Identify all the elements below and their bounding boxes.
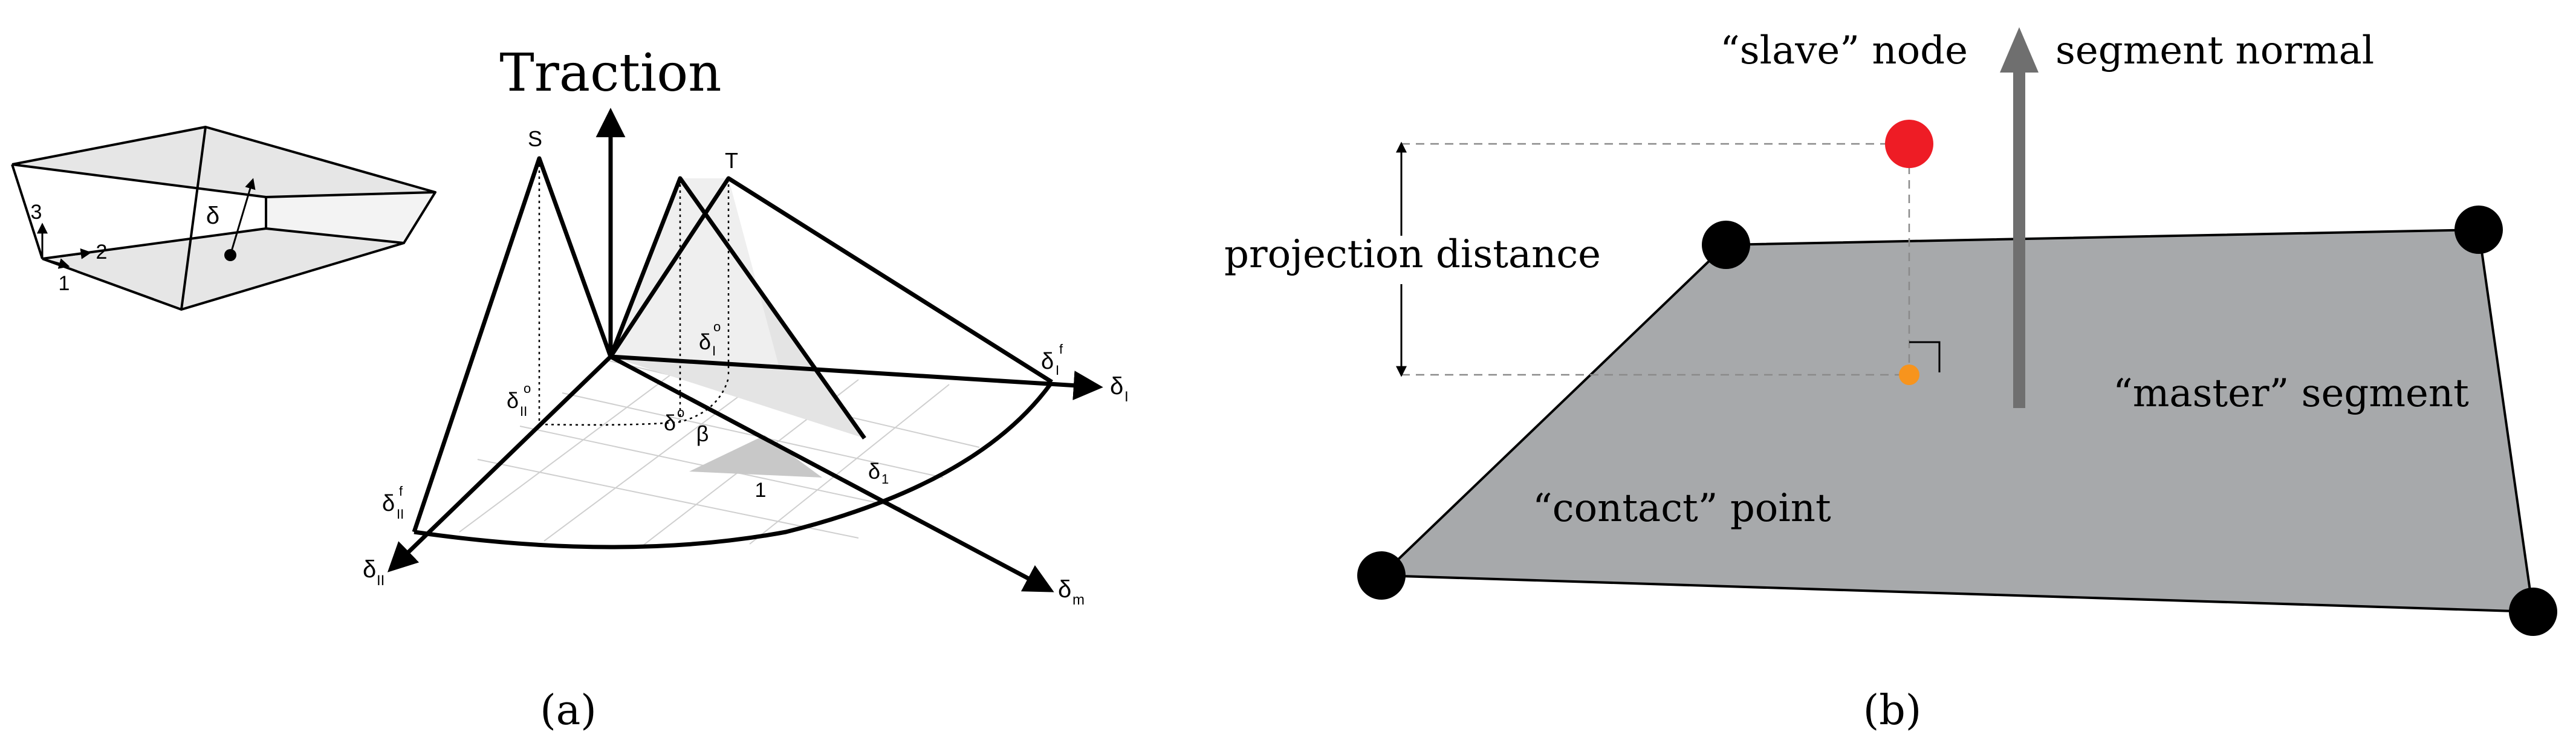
svg-text:f: f (1059, 342, 1063, 357)
block-left-edge (11, 164, 44, 259)
block-bottom-face (42, 229, 404, 310)
peak-S-label: S (528, 126, 542, 151)
svg-text:δ: δ (1058, 576, 1071, 603)
separation-point (224, 249, 236, 261)
svg-text:δ: δ (382, 491, 395, 516)
svg-text:δ: δ (507, 388, 519, 413)
mode-I-triangle (609, 176, 1053, 384)
delta-I-axis-label: δ I (1110, 373, 1129, 405)
peak-T-label: T (725, 148, 738, 173)
svg-text:δ: δ (664, 410, 676, 435)
axis-3-label: 3 (31, 201, 42, 224)
delta-II-onset-label: δ II o (507, 381, 531, 419)
svg-text:I: I (1056, 363, 1059, 378)
projection-dashed-lines (1401, 143, 1910, 376)
cohesive-element-block: 3 2 1 δ (11, 126, 436, 311)
svg-text:δ: δ (868, 459, 880, 484)
svg-text:1: 1 (881, 472, 889, 487)
beta-label: β (696, 421, 709, 446)
svg-text:δ: δ (699, 329, 711, 354)
construction-dotted-lines (538, 158, 730, 426)
svg-text:I: I (712, 343, 716, 358)
block-right-edge (403, 191, 436, 244)
separation-arrow (229, 178, 256, 256)
svg-text:o: o (713, 319, 721, 334)
svg-text:m: m (1072, 592, 1085, 608)
svg-text:II: II (520, 404, 527, 419)
master-node-top-left (1702, 221, 1750, 269)
mode-II-triangle (412, 156, 613, 533)
svg-text:δ: δ (1110, 373, 1123, 400)
mixed-mode-shaded-face (611, 178, 780, 370)
segment-normal-label: segment normal (2055, 28, 2374, 73)
unit-length-label: 1 (755, 479, 767, 502)
slave-node (1885, 120, 1933, 168)
svg-text:f: f (399, 484, 403, 499)
projection-distance-label: projection distance (1224, 232, 1601, 277)
failure-locus-curve (414, 380, 1054, 549)
segment-normal-arrowhead (2000, 27, 2039, 73)
delta-I-onset-label: δ I o (699, 319, 721, 358)
traction-title: Traction (499, 43, 721, 103)
delta-I-axis (610, 354, 1103, 401)
axis-1-label: 1 (59, 272, 70, 295)
svg-text:II: II (397, 507, 404, 522)
delta-II-axis-label: δ II (363, 556, 384, 589)
delta-I-final-label: δ I f (1041, 342, 1063, 378)
panel-a: 3 2 1 δ (11, 43, 1129, 734)
slave-node-label: “slave” node (1720, 28, 1968, 73)
contact-point (1899, 365, 1919, 385)
axis-1-arrow (42, 258, 70, 269)
panel-a-label: (a) (540, 687, 597, 734)
svg-text:II: II (377, 572, 384, 589)
svg-text:I: I (1124, 389, 1129, 405)
axis-2-label: 2 (96, 241, 108, 264)
svg-text:o: o (524, 381, 531, 396)
master-node-bottom-right (2509, 588, 2557, 636)
axis-2-arrow (42, 248, 92, 260)
block-side-face (266, 192, 435, 243)
contact-point-label: “contact” point (1533, 486, 1831, 531)
beta-shaded-wedge (689, 435, 822, 478)
panel-b-label: (b) (1863, 687, 1922, 734)
svg-text:δ: δ (1041, 349, 1054, 374)
mixed-mode-triangle (608, 176, 866, 440)
delta-II-axis (387, 355, 612, 572)
svg-text:o: o (677, 405, 684, 420)
right-angle-mark (1909, 341, 1941, 372)
master-node-top-right (2454, 206, 2503, 254)
master-segment-label: “master” segment (2113, 371, 2469, 416)
delta-m-axis (609, 354, 1054, 592)
panel-b: “slave” node segment normal projection d… (1224, 27, 2557, 734)
traction-envelope (412, 156, 1054, 549)
master-segment-surface (1380, 229, 2534, 613)
delta-1-label: δ 1 (868, 459, 889, 487)
block-top-face (12, 127, 435, 197)
delta-II-final-label: δ II f (382, 484, 404, 522)
master-node-bottom-left (1357, 551, 1406, 600)
block-back-edge (180, 126, 207, 310)
svg-text:δ: δ (363, 556, 376, 583)
delta-onset-label: δ o (664, 405, 684, 435)
delta-m-axis-label: δ m (1058, 576, 1085, 608)
separation-delta-label: δ (206, 203, 219, 229)
